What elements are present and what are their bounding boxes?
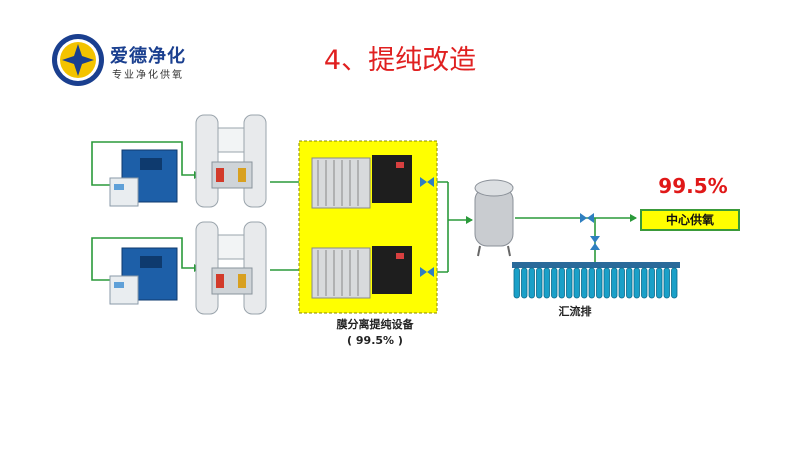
- gas-cylinder: [626, 267, 633, 299]
- gas-cylinder: [656, 267, 663, 299]
- brand-slogan: 专业净化供氧: [112, 70, 184, 81]
- gas-cylinder: [618, 267, 625, 299]
- gas-cylinder: [551, 267, 558, 299]
- gas-cylinder: [521, 267, 528, 299]
- gas-cylinder: [573, 267, 580, 299]
- gas-cylinder: [543, 267, 550, 299]
- gas-cylinder: [528, 267, 535, 299]
- membrane-unit-name: 膜分离提纯设备: [336, 318, 414, 331]
- gas-cylinder: [536, 267, 543, 299]
- oxygen-generator-top: [195, 114, 267, 208]
- gas-cylinder: [566, 267, 573, 299]
- central-oxygen-supply-box: 中心供氧: [640, 209, 740, 231]
- gas-cylinder: [581, 267, 588, 299]
- membrane-unit-label: 膜分离提纯设备 ( 99.5% ): [300, 317, 450, 349]
- gas-cylinder: [671, 267, 678, 299]
- oxygen-generator-bottom: [195, 221, 267, 315]
- oxygen-storage-tank: [474, 179, 514, 257]
- gas-cylinder: [513, 267, 520, 299]
- manifold-label: 汇流排: [558, 305, 592, 318]
- output-purity: 99.5%: [658, 174, 728, 198]
- page-title: 4、提纯改造: [323, 45, 477, 76]
- gas-cylinder: [603, 267, 610, 299]
- gas-cylinder: [588, 267, 595, 299]
- cylinder-manifold: [512, 262, 680, 299]
- gas-cylinder: [596, 267, 603, 299]
- air-compressor-bottom: [109, 247, 178, 305]
- gas-cylinder: [641, 267, 648, 299]
- brand-name: 爱德净化: [110, 46, 186, 67]
- membrane-separation-unit: [298, 140, 438, 314]
- brand-logo-icon: [52, 34, 104, 86]
- gas-cylinder: [611, 267, 618, 299]
- gas-cylinder: [663, 267, 670, 299]
- gas-cylinder: [558, 267, 565, 299]
- valve-icons: [420, 177, 600, 277]
- membrane-unit-purity: ( 99.5% ): [347, 334, 403, 347]
- air-compressor-top: [109, 149, 178, 207]
- gas-cylinder: [633, 267, 640, 299]
- pipe-network: [91, 141, 636, 281]
- gas-cylinder: [648, 267, 655, 299]
